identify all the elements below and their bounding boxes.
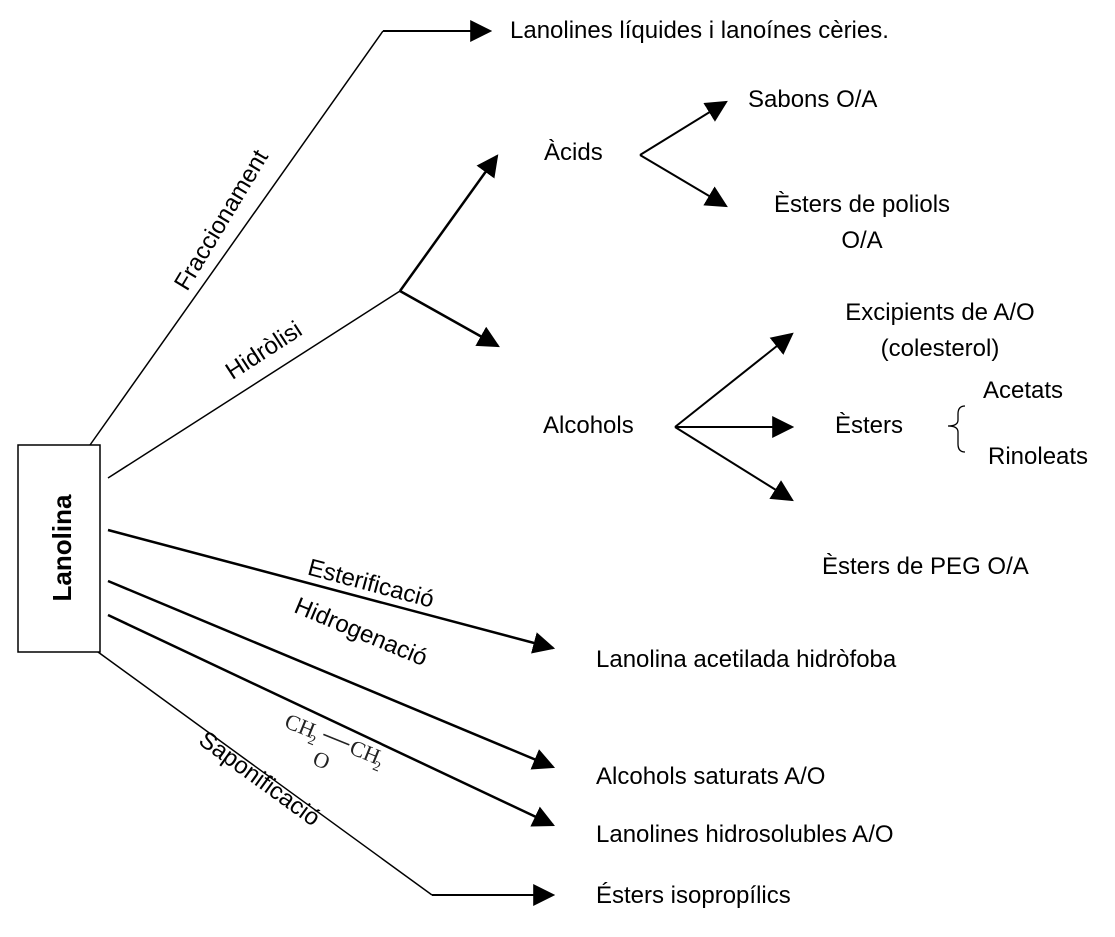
acids-label: Àcids bbox=[544, 139, 603, 166]
hidrosolubles-arrow bbox=[107, 613, 555, 827]
esterificacio-arrow bbox=[107, 528, 556, 654]
alcohols-subtree: Alcohols Excipients de A/O (colesterol) … bbox=[543, 299, 1088, 580]
saponificacio-label: Saponificació bbox=[194, 726, 325, 832]
epoxide-bond bbox=[323, 733, 350, 746]
excipients-label: Excipients de A/O bbox=[845, 299, 1034, 326]
lanolina-node: Lanolina bbox=[17, 444, 101, 653]
hidrosolubles-label: Lanolines hidrosolubles A/O bbox=[596, 821, 894, 848]
acids-arrow bbox=[398, 154, 499, 292]
alcohols-arrow bbox=[399, 289, 500, 348]
esters-poliols-label: Èsters de poliols bbox=[774, 191, 950, 218]
isopropilics-label: Ésters isopropílics bbox=[596, 882, 791, 909]
fraccionament-label: Fraccionament bbox=[169, 145, 274, 295]
sabons-arrow bbox=[639, 100, 728, 156]
fraccionament-line bbox=[89, 30, 384, 446]
esters-peg-label: Èsters de PEG O/A bbox=[822, 553, 1029, 580]
hidrogenacio-arrow bbox=[107, 579, 556, 770]
acetats-label: Acetats bbox=[983, 377, 1063, 404]
esters-poliols-label-2: O/A bbox=[841, 227, 882, 254]
hidrolisi-line bbox=[107, 290, 401, 479]
fraccionament-product: Lanolines líquides i lanoínes cèries. bbox=[510, 17, 889, 44]
esters-label: Èsters bbox=[835, 412, 903, 439]
esterificacio-branch: Esterificació Lanolina acetilada hidròfo… bbox=[107, 528, 897, 673]
epoxide-oxygen: O bbox=[310, 746, 334, 775]
hidrosolubles-branch: CH 2 CH 2 O Lanolines hidrosolubles A/O bbox=[107, 613, 894, 848]
acids-subtree: Àcids Sabons O/A Èsters de poliols O/A bbox=[544, 86, 950, 254]
saponificacio-line bbox=[97, 651, 433, 896]
esters-brace bbox=[947, 405, 966, 453]
hidrolisi-label: Hidròlisi bbox=[221, 316, 307, 385]
hidrolisi-branch: Hidròlisi bbox=[107, 154, 500, 479]
saturats-label: Alcohols saturats A/O bbox=[596, 763, 825, 790]
excipients-label-2: (colesterol) bbox=[881, 335, 1000, 362]
alcohols-label: Alcohols bbox=[543, 412, 634, 439]
esters-poliols-arrow bbox=[639, 154, 728, 208]
acetilada-label: Lanolina acetilada hidròfoba bbox=[596, 646, 897, 673]
fraccionament-branch: Fraccionament Lanolines líquides i lanoí… bbox=[89, 17, 889, 446]
lanolina-box bbox=[17, 444, 101, 653]
excipients-arrow bbox=[674, 332, 794, 428]
rinoleats-label: Rinoleats bbox=[988, 443, 1088, 470]
sabons-label: Sabons O/A bbox=[748, 86, 877, 113]
esters-peg-arrow bbox=[674, 426, 794, 502]
lanolina-label: Lanolina bbox=[47, 494, 77, 601]
